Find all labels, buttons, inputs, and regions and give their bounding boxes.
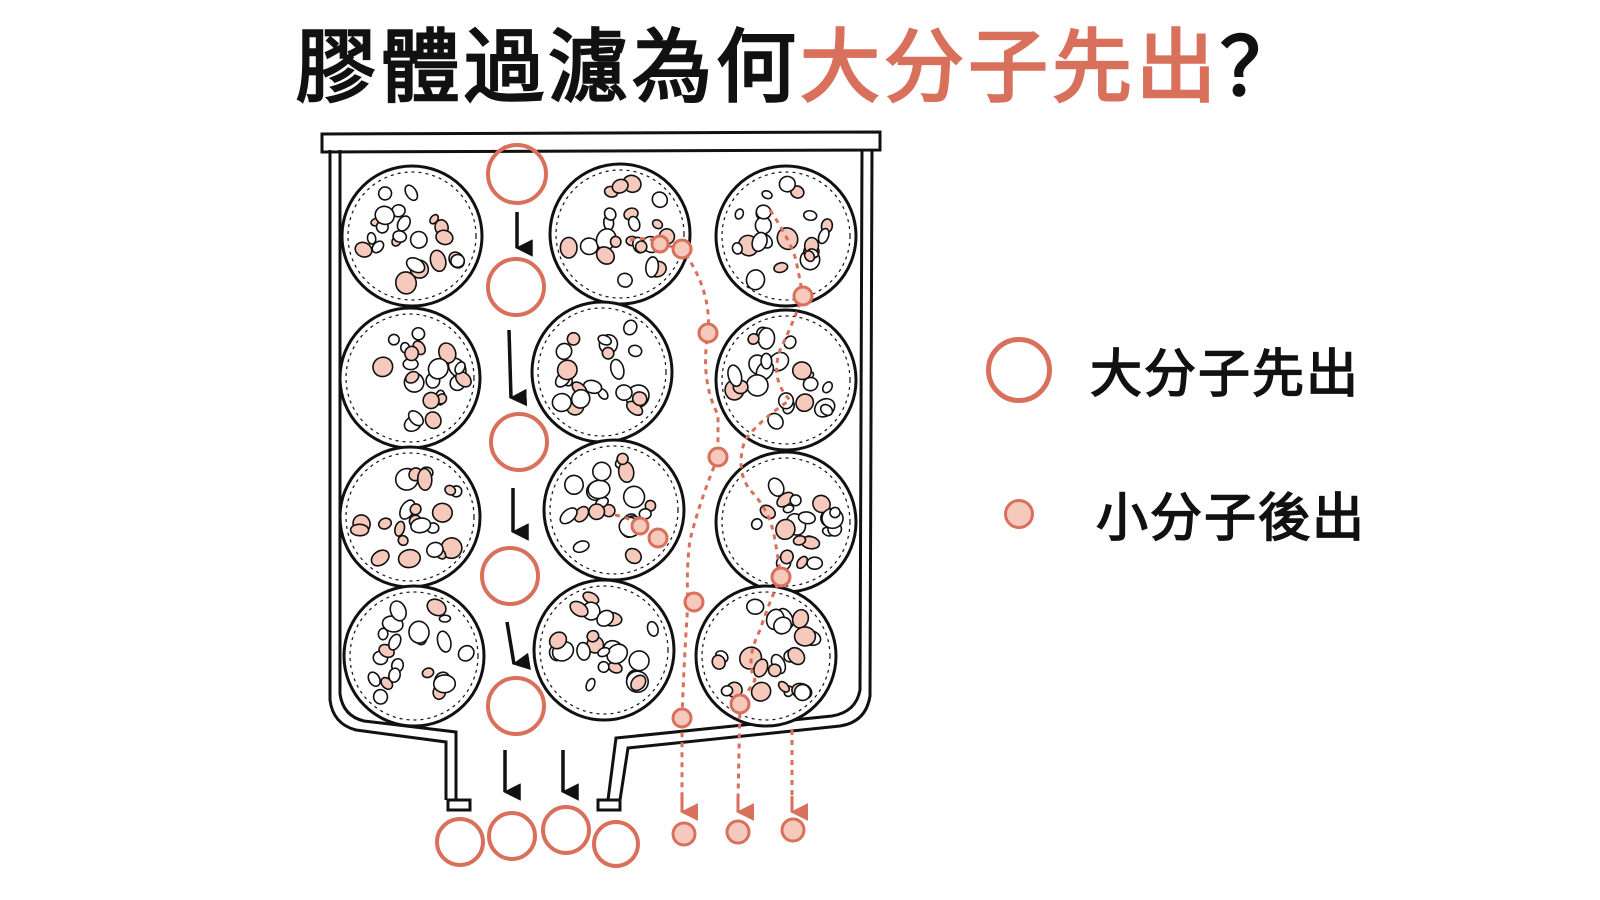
small-molecule-icon bbox=[647, 527, 669, 549]
title-accent: 大分子先出 bbox=[800, 21, 1220, 114]
porous-bead-icon bbox=[338, 445, 482, 589]
down-arrow-icon bbox=[507, 329, 528, 407]
porous-bead-icon bbox=[694, 584, 838, 728]
small-molecule-icon bbox=[671, 821, 697, 847]
large-molecule-icon bbox=[489, 412, 549, 472]
small-molecule-icon bbox=[729, 693, 751, 715]
legend-small-label: 小分子後出 bbox=[1096, 489, 1367, 549]
title-main: 膠體過濾為何 bbox=[296, 21, 800, 114]
small-molecule-icon bbox=[1004, 498, 1034, 529]
large-molecule-icon bbox=[487, 811, 537, 861]
small-molecule-icon bbox=[792, 285, 814, 307]
small-molecules bbox=[630, 234, 814, 729]
small-molecule-icon bbox=[770, 566, 792, 588]
large-molecule-icon bbox=[986, 336, 1052, 403]
small-molecule-icon bbox=[650, 234, 670, 254]
porous-bead-icon bbox=[342, 584, 486, 728]
large-molecule-icon bbox=[541, 805, 591, 855]
small-molecule-arrowheads bbox=[680, 796, 809, 821]
small-molecule-icon bbox=[671, 238, 693, 260]
porous-bead-icon bbox=[542, 438, 686, 582]
legend-large-label: 大分子先出 bbox=[1090, 345, 1361, 405]
eluted-large-molecules bbox=[435, 805, 640, 868]
large-molecule-path bbox=[480, 143, 549, 736]
large-molecule-icon bbox=[592, 820, 640, 868]
small-molecule-icon bbox=[780, 817, 806, 843]
large-molecule-icon bbox=[435, 817, 485, 867]
large-molecule-arrows bbox=[503, 212, 579, 801]
large-molecule-icon bbox=[486, 676, 546, 736]
eluted-small-molecules bbox=[671, 817, 806, 847]
porous-bead-icon bbox=[714, 308, 858, 452]
down-arrow-icon bbox=[505, 621, 531, 671]
porous-bead-icon bbox=[338, 306, 482, 450]
porous-bead-icon bbox=[530, 300, 674, 444]
legend-large: 大分子先出 bbox=[986, 332, 1361, 407]
large-molecule-icon bbox=[486, 257, 546, 317]
page-title: 膠體過濾為何大分子先出？ bbox=[0, 18, 1600, 118]
small-molecule-icon bbox=[697, 322, 719, 344]
large-molecule-icon bbox=[480, 546, 540, 606]
column-vessel-icon bbox=[320, 130, 882, 812]
porous-bead-icon bbox=[714, 450, 858, 594]
small-molecule-icon bbox=[707, 446, 729, 468]
small-molecule-icon bbox=[725, 819, 751, 845]
porous-beads bbox=[338, 162, 858, 728]
porous-bead-icon bbox=[340, 164, 484, 308]
large-molecule-icon bbox=[486, 143, 548, 205]
title-question-mark: ？ bbox=[1220, 21, 1304, 114]
legend-small: 小分子後出 bbox=[1000, 476, 1366, 551]
small-molecule-icon bbox=[671, 707, 693, 729]
porous-bead-icon bbox=[532, 578, 676, 722]
small-molecule-icon bbox=[630, 516, 650, 536]
small-molecule-icon bbox=[683, 591, 705, 613]
porous-bead-icon bbox=[548, 162, 692, 306]
